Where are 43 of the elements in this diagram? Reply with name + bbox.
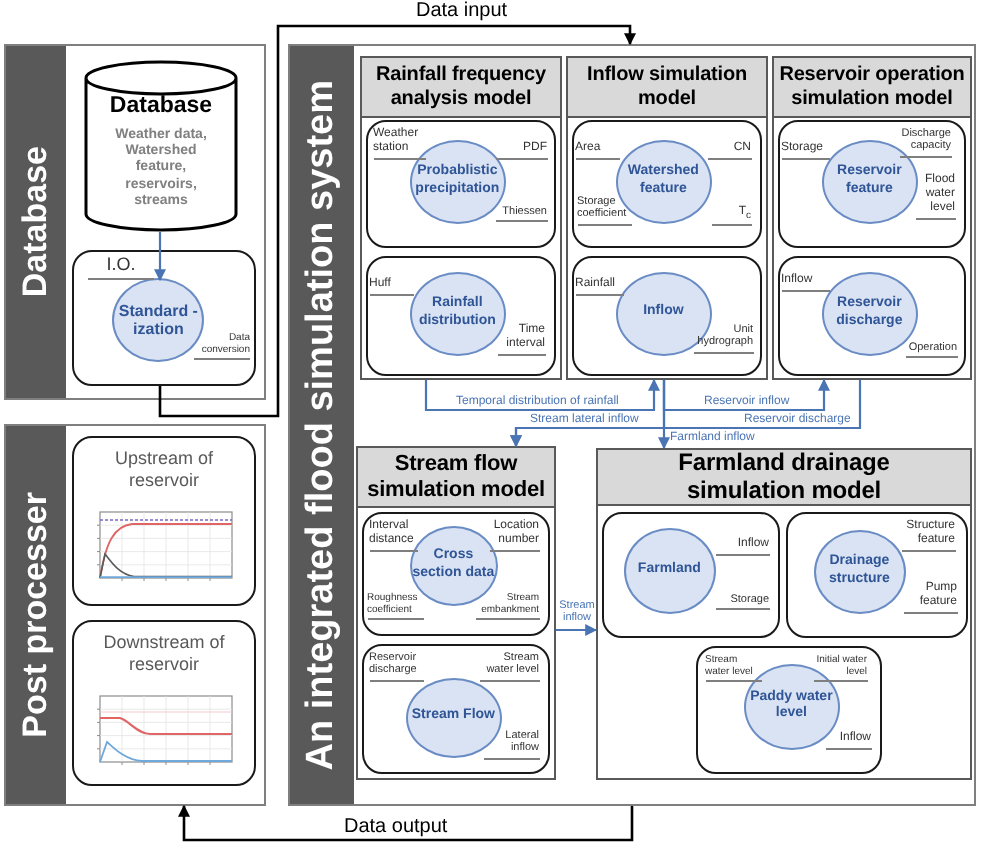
group-box: [72, 250, 256, 386]
group-box: [601, 511, 779, 637]
model-panel: [772, 56, 972, 380]
group-box: [361, 643, 549, 773]
group-box: [571, 119, 761, 247]
group-box: [777, 255, 965, 375]
connector-arrow: [154, 232, 166, 282]
module-panel: [288, 44, 976, 806]
connector-arrow: [662, 378, 830, 412]
connector-arrow: [178, 804, 634, 842]
model-header: Inflow simulation model: [568, 58, 766, 118]
module-panel: [4, 424, 266, 806]
model-panel: [356, 446, 556, 780]
chart-title: Downstream of reservoir: [101, 632, 227, 676]
model-panel: [566, 56, 768, 380]
group-box: [365, 119, 555, 247]
group-box: [571, 255, 761, 375]
chart-title: Upstream of reservoir: [112, 448, 216, 492]
chart-card: [72, 620, 256, 786]
panel-title: Database: [17, 146, 55, 298]
cylinder-title: Database: [109, 94, 213, 120]
group-box: [777, 119, 965, 247]
connector-arrow: [510, 380, 862, 448]
group-box: [361, 511, 549, 635]
group-box: [695, 645, 881, 773]
panel-title: An integrated flood simulation system: [301, 79, 343, 771]
edge-label: Data output: [344, 815, 448, 838]
connector-arrow: [424, 378, 660, 412]
model-panel: [360, 56, 562, 380]
parameter-label: I.O.: [88, 254, 154, 280]
group-box: [365, 255, 555, 375]
model-header: Rainfall frequency analysis model: [362, 58, 560, 118]
model-header: Farmland drainage simulation model: [598, 450, 970, 506]
chart-card: [72, 436, 256, 606]
model-panel: [596, 448, 972, 780]
database-cylinder: [84, 60, 238, 232]
model-header: Reservoir operation simulation model: [774, 58, 970, 118]
panel-title: Post processer: [17, 492, 55, 738]
model-header: Stream flow simulation model: [358, 448, 554, 508]
module-panel: [4, 44, 266, 400]
connector-arrow: [556, 624, 598, 636]
process-circle: Standard -ization: [112, 278, 205, 363]
group-box: [785, 511, 967, 637]
